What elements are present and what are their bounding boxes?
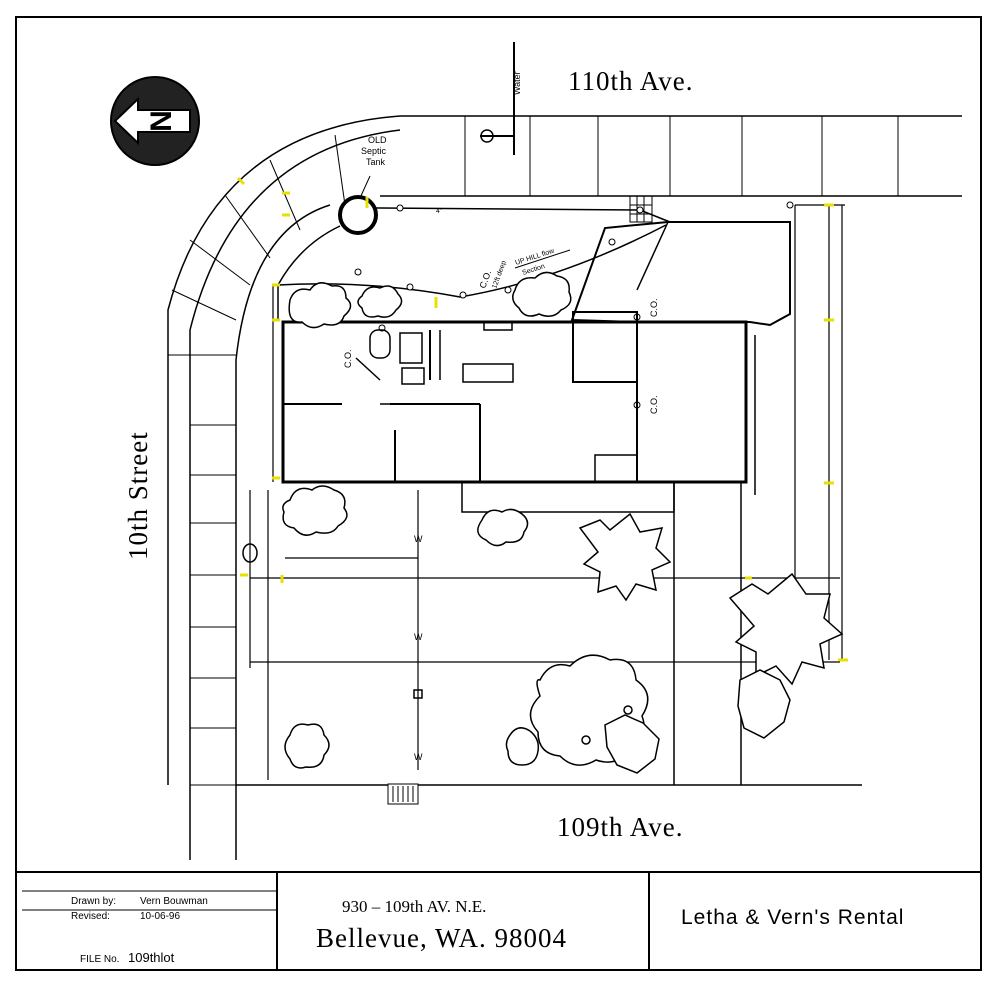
title-block: Drawn by: Vern Bouwman Revised: 10-06-96… [22, 872, 904, 970]
cleanout-label-west: C.O. [343, 349, 353, 368]
street-curbs [167, 115, 962, 860]
sidewalk-joints [168, 116, 899, 786]
uphill-label-1: UP HILL flow [514, 247, 556, 266]
yard-markers: W W W [414, 534, 423, 762]
patio-outline [461, 481, 675, 513]
small-tree [623, 705, 633, 715]
shrubs [282, 271, 649, 769]
dimension-ticks [236, 176, 848, 662]
street-north: 110th Ave. [568, 66, 694, 96]
septic-label-3: Tank [366, 157, 386, 167]
street-west: 10th Street [123, 431, 153, 560]
small-tree [581, 735, 591, 745]
fence-lines [249, 204, 845, 780]
septic-label-1: OLD [368, 135, 387, 145]
cleanout-depth-label: 12ft deep [491, 260, 508, 290]
septic-tank-icon [338, 195, 378, 235]
yard-box [413, 689, 423, 699]
cleanout-label-east: C.O. [649, 298, 659, 317]
street-south: 109th Ave. [557, 812, 684, 842]
north-letter: N [145, 110, 178, 132]
house-outline [281, 311, 748, 484]
water-label: Water [512, 71, 522, 95]
drawing-border [15, 16, 982, 971]
revised-value: 10-06-96 [140, 911, 180, 922]
drawn-by-label: Drawn by: [71, 896, 116, 907]
storm-grate-north [629, 195, 653, 223]
project-title: Letha & Vern's Rental [681, 906, 904, 929]
hose-bib-icon [242, 543, 258, 563]
pipe-size-label: 4" [436, 208, 443, 215]
storm-grate-south [387, 783, 419, 805]
carport-outline [570, 221, 791, 327]
trees [578, 512, 844, 774]
water-meter-icon [480, 129, 494, 143]
water-line [480, 42, 515, 155]
revised-label: Revised: [71, 911, 110, 922]
septic-label-2: Septic [361, 146, 387, 156]
cleanout-label-center: C.O. [649, 395, 659, 414]
north-arrow-icon: N [110, 76, 200, 166]
marker-label: W [414, 534, 423, 544]
file-label: FILE No. [80, 954, 119, 965]
marker-label: W [414, 752, 423, 762]
cleanout-markers [354, 201, 794, 409]
file-value: 109thlot [128, 950, 175, 965]
marker-label: W [414, 632, 423, 642]
address-line-1: 930 – 109th AV. N.E. [342, 897, 486, 916]
drawn-by-value: Vern Bouwman [140, 896, 208, 907]
address-line-2: Bellevue, WA. 98004 [316, 923, 567, 953]
